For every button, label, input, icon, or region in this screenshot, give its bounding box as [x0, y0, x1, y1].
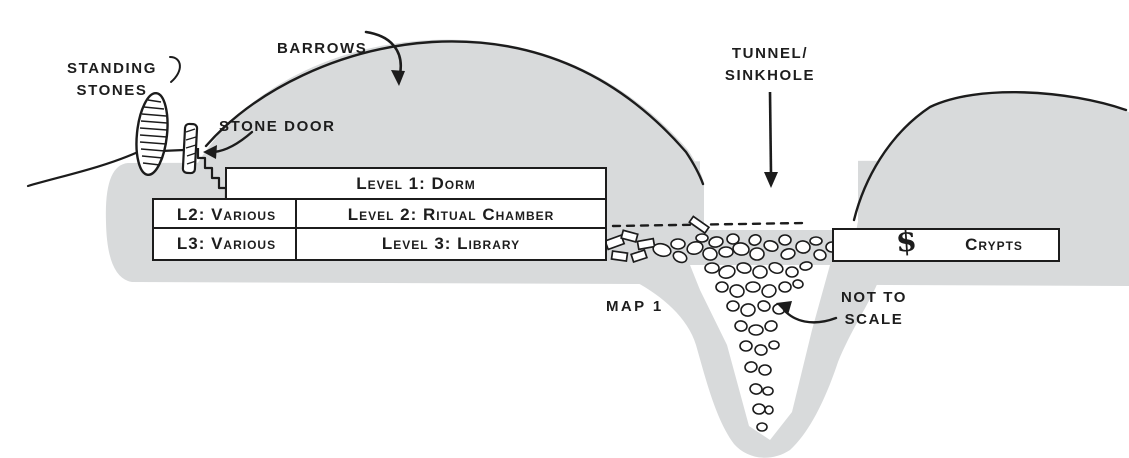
crypts-text: Crypts — [965, 235, 1023, 254]
label-stone-door: STONE DOOR — [219, 118, 336, 135]
crypts-label: Crypts — [930, 230, 1058, 260]
tunnel-arrow — [764, 91, 778, 188]
treasure-dollar-icon: $ — [894, 223, 920, 260]
hill-line — [26, 148, 186, 188]
mound-right — [852, 91, 1129, 232]
sinkhole-gap — [700, 158, 858, 230]
label-tunnel-sinkhole: TUNNEL/ SINKHOLE — [724, 45, 816, 84]
level-2-label: Level 2: Ritual Chamber — [347, 204, 555, 224]
level-3-left-label: L3: Various — [176, 234, 277, 253]
stones-squiggle — [169, 56, 181, 83]
stone-door-pillar — [181, 122, 199, 175]
rubble-stones — [652, 233, 839, 432]
crypts-box: $ Crypts — [832, 223, 1060, 262]
level-1-label: Level 1: Dorm — [356, 174, 476, 193]
label-not-to-scale: NOT TO SCALE — [841, 289, 907, 328]
scale-arrow — [776, 301, 838, 324]
label-map-1: MAP 1 — [606, 298, 664, 315]
broken-slabs — [604, 215, 711, 264]
label-standing-stones: STANDING STONES — [66, 60, 158, 99]
barrows-arrow — [364, 30, 405, 86]
stone-door-arrow — [203, 130, 254, 159]
level-3-label: Level 3: Library — [381, 234, 521, 253]
label-barrows: BARROWS — [277, 40, 368, 57]
standing-stones-drawing — [135, 91, 169, 177]
tunnel-dashed-line — [611, 221, 806, 228]
level-2-left-label: L2: Various — [176, 204, 277, 224]
level-3-box: Level 3: Library — [295, 227, 607, 261]
level-1-box: Level 1: Dorm — [225, 167, 607, 201]
level-3-left-box: L3: Various — [152, 227, 301, 261]
